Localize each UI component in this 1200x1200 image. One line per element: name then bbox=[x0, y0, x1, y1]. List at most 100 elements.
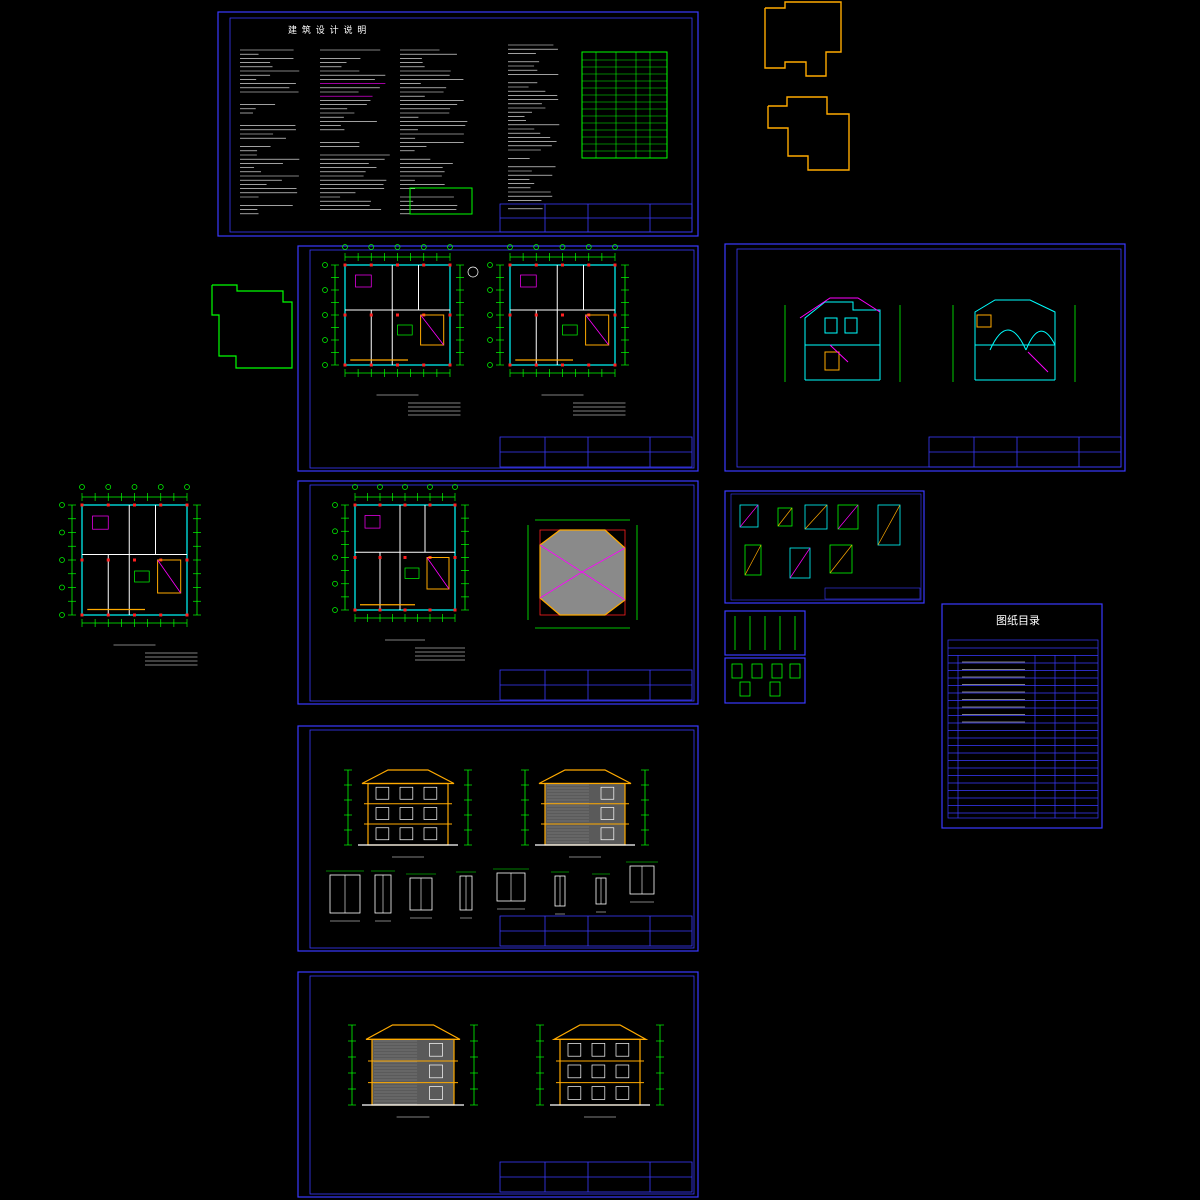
front-elevation bbox=[344, 770, 472, 857]
window bbox=[592, 1043, 605, 1056]
furniture bbox=[356, 275, 372, 287]
axis-bubble bbox=[323, 288, 328, 293]
axis-bubble bbox=[448, 245, 453, 250]
axis-bubble bbox=[333, 581, 338, 586]
detail bbox=[790, 664, 800, 678]
window bbox=[568, 1065, 581, 1078]
detail-line bbox=[745, 545, 761, 575]
axis-bubble bbox=[369, 245, 374, 250]
axis-bubble bbox=[60, 530, 65, 535]
sheet-elevations-2[interactable] bbox=[298, 972, 698, 1197]
column bbox=[509, 264, 512, 267]
column bbox=[587, 264, 590, 267]
axis-bubble bbox=[60, 558, 65, 563]
column bbox=[587, 364, 590, 367]
second-floor-plan bbox=[488, 245, 630, 416]
furniture bbox=[563, 325, 578, 335]
axis-bubble bbox=[323, 338, 328, 343]
stair-line bbox=[427, 558, 449, 590]
axis-bubble bbox=[586, 245, 591, 250]
column bbox=[454, 556, 457, 559]
column bbox=[107, 504, 110, 507]
window bbox=[400, 808, 413, 820]
axis-bubble bbox=[488, 263, 493, 268]
axis-bubble bbox=[343, 245, 348, 250]
axis-bubble bbox=[323, 263, 328, 268]
column bbox=[133, 614, 136, 617]
column bbox=[509, 314, 512, 317]
title-block bbox=[500, 437, 692, 467]
drawing-index-table bbox=[948, 640, 1098, 818]
column bbox=[449, 314, 452, 317]
column bbox=[370, 264, 373, 267]
furniture bbox=[398, 325, 413, 335]
furniture bbox=[135, 571, 150, 582]
window bbox=[376, 808, 389, 820]
axis-bubble bbox=[560, 245, 565, 250]
stair-line bbox=[158, 560, 181, 593]
sheet-details-small-2[interactable] bbox=[725, 658, 805, 703]
sheet-floor-plans-1[interactable] bbox=[298, 245, 698, 472]
furniture bbox=[365, 516, 380, 529]
material-table bbox=[410, 188, 472, 214]
axis-bubble bbox=[323, 313, 328, 318]
node-details bbox=[732, 664, 800, 696]
axis-bubble bbox=[80, 485, 85, 490]
facade bbox=[545, 784, 625, 846]
sheet-floor-plans-2[interactable] bbox=[298, 481, 698, 704]
axis-bubble bbox=[106, 485, 111, 490]
column bbox=[561, 264, 564, 267]
column bbox=[186, 504, 189, 507]
axis-bubble bbox=[488, 313, 493, 318]
detail-line bbox=[790, 548, 810, 578]
axis-bubble bbox=[333, 608, 338, 613]
axis-bubble bbox=[60, 613, 65, 618]
column bbox=[186, 614, 189, 617]
rear-elevation bbox=[521, 770, 649, 857]
column bbox=[133, 559, 136, 562]
column bbox=[449, 364, 452, 367]
section-2-2 bbox=[975, 300, 1055, 380]
window bbox=[424, 808, 437, 820]
column bbox=[396, 264, 399, 267]
left-side-elevation bbox=[348, 1025, 478, 1117]
sheet-elevations-1[interactable] bbox=[298, 726, 698, 951]
furniture bbox=[405, 568, 419, 579]
column bbox=[449, 264, 452, 267]
sheet-details-small-1[interactable] bbox=[725, 611, 805, 655]
detail bbox=[740, 682, 750, 696]
table-border bbox=[948, 640, 1098, 818]
column bbox=[614, 314, 617, 317]
column bbox=[535, 364, 538, 367]
column bbox=[344, 364, 347, 367]
sheet-details[interactable] bbox=[725, 491, 924, 603]
window bbox=[592, 1065, 605, 1078]
wall-section-details bbox=[735, 616, 795, 650]
window-details bbox=[326, 862, 658, 921]
building-outline-orange-2 bbox=[768, 97, 849, 170]
sheet-drawing-index[interactable]: 图纸目录 bbox=[942, 604, 1102, 828]
column bbox=[159, 504, 162, 507]
sheet-sections[interactable] bbox=[725, 244, 1125, 471]
window bbox=[592, 1087, 605, 1100]
column bbox=[422, 264, 425, 267]
column bbox=[379, 556, 382, 559]
axis-bubble bbox=[488, 338, 493, 343]
column bbox=[454, 609, 457, 612]
window bbox=[568, 1087, 581, 1100]
title-block bbox=[929, 437, 1121, 467]
window bbox=[616, 1043, 629, 1056]
roof bbox=[554, 1025, 646, 1039]
column bbox=[107, 559, 110, 562]
column bbox=[354, 504, 357, 507]
loose-floor-plan bbox=[60, 485, 202, 666]
column bbox=[614, 264, 617, 267]
column bbox=[535, 264, 538, 267]
axis-bubble bbox=[613, 245, 618, 250]
roof bbox=[362, 770, 454, 784]
sheet-design-notes[interactable]: 建 筑 设 计 说 明 bbox=[218, 12, 698, 236]
column bbox=[354, 609, 357, 612]
column bbox=[396, 314, 399, 317]
detail bbox=[772, 664, 782, 678]
